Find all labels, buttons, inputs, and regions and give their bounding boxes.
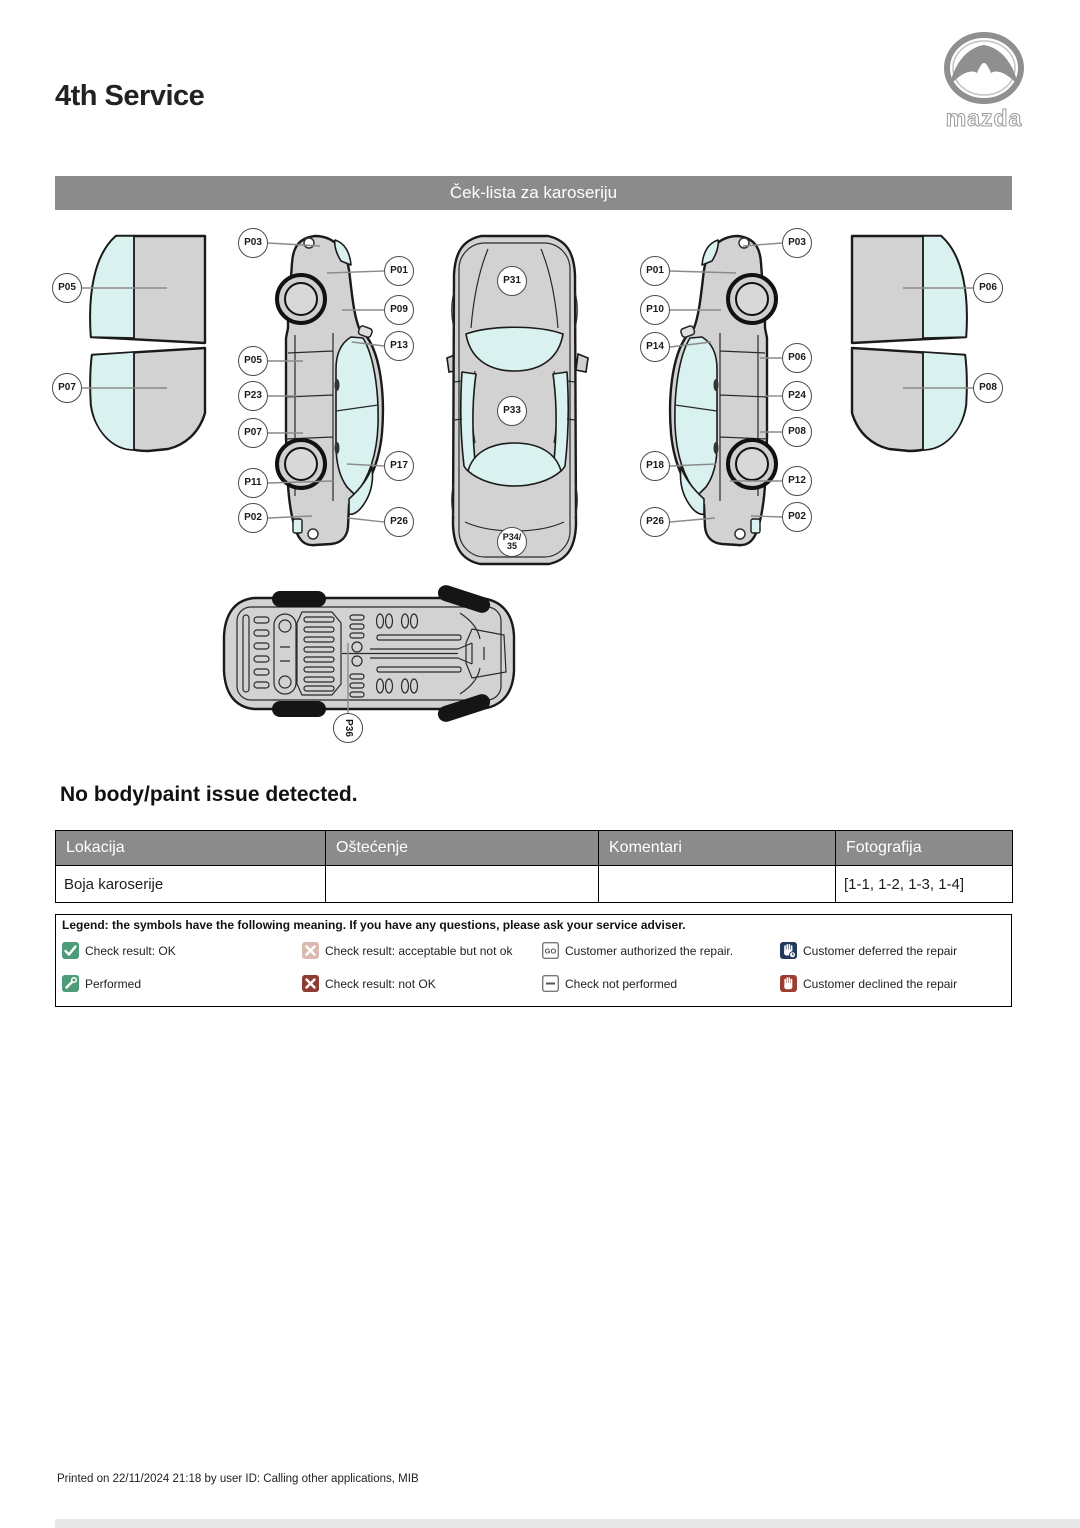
point-label-p06-door: P06 xyxy=(973,273,1003,303)
legend-grid: Check result: OK Check result: acceptabl… xyxy=(62,942,1003,992)
point-label-p01-left: P01 xyxy=(384,256,414,286)
legend-label: Check result: OK xyxy=(85,943,176,958)
legend-item-check-not-ok: Check result: not OK xyxy=(302,975,542,992)
point-label-p18: P18 xyxy=(640,451,670,481)
legend-label: Performed xyxy=(85,976,142,991)
cell-fotografija: [1-1, 1-2, 1-3, 1-4] xyxy=(835,865,1013,903)
point-label-p03-right: P03 xyxy=(782,228,812,258)
point-label-p02-right: P02 xyxy=(782,502,812,532)
point-label-p17: P17 xyxy=(384,451,414,481)
body-checklist-diagrams: P05 P07 P03 P05 P23 P07 P11 P02 P01 P09 … xyxy=(0,225,1080,770)
svg-text:mazda: mazda xyxy=(946,105,1023,130)
legend-item-deferred: Customer deferred the repair xyxy=(780,942,1003,959)
leader-lines xyxy=(82,242,973,713)
table-row: Boja karoserije [1-1, 1-2, 1-3, 1-4] xyxy=(55,865,1013,903)
point-label-p11: P11 xyxy=(238,468,268,498)
declined-hand-icon xyxy=(780,975,797,992)
col-header-fotografija: Fotografija xyxy=(835,830,1013,866)
legend-label: Customer declined the repair xyxy=(803,976,958,991)
legend-label: Customer deferred the repair xyxy=(803,943,958,958)
point-label-p05-door: P05 xyxy=(52,273,82,303)
point-label-p06-right: P06 xyxy=(782,343,812,373)
legend-title: Legend: the symbols have the following m… xyxy=(62,918,686,932)
result-heading: No body/paint issue detected. xyxy=(60,783,358,806)
legend-label: Customer authorized the repair. xyxy=(565,943,734,958)
col-header-lokacija: Lokacija xyxy=(55,830,326,866)
authorized-go-icon: GO xyxy=(542,942,559,959)
point-label-p05-left: P05 xyxy=(238,346,268,376)
mazda-wings-icon xyxy=(950,45,1018,85)
mazda-logo: mazda xyxy=(944,32,1024,130)
printed-footer: Printed on 22/11/2024 21:18 by user ID: … xyxy=(57,1473,419,1485)
legend-label: Check result: not OK xyxy=(325,976,436,991)
check-acceptable-icon xyxy=(302,942,319,959)
performed-wrench-icon xyxy=(62,975,79,992)
point-label-p07-door: P07 xyxy=(52,373,82,403)
legend-item-check-ok: Check result: OK xyxy=(62,942,302,959)
point-label-p13: P13 xyxy=(384,331,414,361)
next-section-strip xyxy=(55,1519,1080,1528)
cell-ostecenje xyxy=(325,865,599,903)
point-label-p03-left: P03 xyxy=(238,228,268,258)
not-performed-icon xyxy=(542,975,559,992)
table-header-row: Lokacija Oštećenje Komentari Fotografija xyxy=(55,830,1013,866)
point-label-p08-right: P08 xyxy=(782,417,812,447)
page-title: 4th Service xyxy=(55,80,205,112)
point-label-p01-right: P01 xyxy=(640,256,670,286)
point-label-p31: P31 xyxy=(497,266,527,296)
point-label-p23: P23 xyxy=(238,381,268,411)
point-label-p36: P36 xyxy=(333,713,363,743)
point-label-p26-left: P26 xyxy=(384,507,414,537)
legend-label: Check not performed xyxy=(565,976,678,991)
point-label-p24: P24 xyxy=(782,381,812,411)
svg-text:GO: GO xyxy=(545,947,557,956)
point-label-p33: P33 xyxy=(497,396,527,426)
legend-item-not-performed: Check not performed xyxy=(542,975,780,992)
check-ok-icon xyxy=(62,942,79,959)
legend-item-performed: Performed xyxy=(62,975,302,992)
col-header-ostecenje: Oštećenje xyxy=(325,830,599,866)
check-not-ok-icon xyxy=(302,975,319,992)
point-label-p08-door: P08 xyxy=(973,373,1003,403)
point-label-p34-35: P34/ 35 xyxy=(497,527,527,557)
cell-lokacija: Boja karoserije xyxy=(55,865,326,903)
point-label-p10: P10 xyxy=(640,295,670,325)
point-label-p14: P14 xyxy=(640,332,670,362)
legend-item-check-acceptable: Check result: acceptable but not ok xyxy=(302,942,542,959)
cell-komentari xyxy=(598,865,836,903)
legend-box: Legend: the symbols have the following m… xyxy=(55,914,1012,1007)
col-header-komentari: Komentari xyxy=(598,830,836,866)
point-label-p07-left: P07 xyxy=(238,418,268,448)
point-label-p12: P12 xyxy=(782,466,812,496)
point-label-p09: P09 xyxy=(384,295,414,325)
point-label-p02-left: P02 xyxy=(238,503,268,533)
deferred-hand-icon xyxy=(780,942,797,959)
body-paint-table: Lokacija Oštećenje Komentari Fotografija… xyxy=(55,830,1013,903)
underside-view-diagram xyxy=(222,585,516,722)
legend-item-authorized: GO Customer authorized the repair. xyxy=(542,942,780,959)
section-banner: Ček-lista za karoseriju xyxy=(55,176,1012,210)
point-label-p26-right: P26 xyxy=(640,507,670,537)
legend-item-declined: Customer declined the repair xyxy=(780,975,1003,992)
legend-label: Check result: acceptable but not ok xyxy=(325,943,513,958)
